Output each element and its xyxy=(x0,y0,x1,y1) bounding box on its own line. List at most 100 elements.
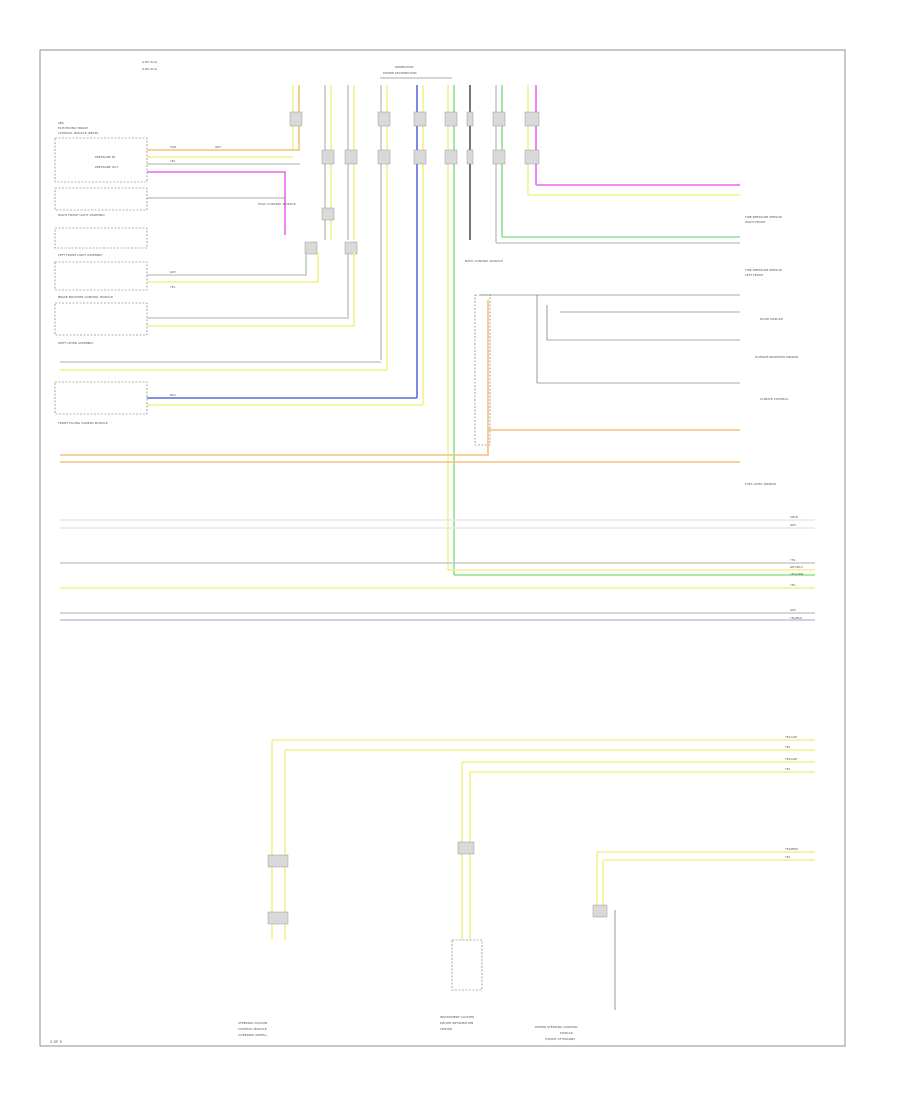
low-lbl-1: YEL xyxy=(785,745,791,749)
top-center-label-2: POWER DISTRIBUTION xyxy=(383,71,417,75)
brake-label: BRAKE BOOSTER CONTROL MODULE xyxy=(58,295,113,299)
module-left-front-light: LEFT FRONT LIGHT ASSEMBLY GRY YEL xyxy=(54,227,319,291)
hvac-label: HVAC CONTROL MODULE xyxy=(258,202,296,206)
lower-conn-3 xyxy=(457,841,475,855)
lbl-gry-1: GRY xyxy=(215,145,221,149)
connector-c5 xyxy=(377,149,391,165)
ebcm-pin-2: PRESSURE OUT xyxy=(95,165,118,169)
connector-c8 xyxy=(444,111,458,127)
top-connectors xyxy=(289,111,540,255)
ebcm-pin-1: PRESSURE IN xyxy=(95,155,115,159)
lbl-yel-1: YEL xyxy=(170,159,176,163)
bottom-3-label-1: POWER STEERING CONTROL xyxy=(535,1025,578,1029)
right-mod-4-label: OUTSIDE REARVIEW MIRROR xyxy=(755,355,798,359)
cluster-box xyxy=(451,939,483,991)
wire-h-org-3 xyxy=(60,300,489,456)
bus-lbl-6: GRY xyxy=(790,608,796,612)
bottom-1-label-3: (STEERING WHEEL) xyxy=(238,1033,267,1037)
module-steering-column: STEERING COLUMN CONTROL MODULE (STEERING… xyxy=(238,1021,267,1037)
right-mod-2-label-2: LEFT FRONT xyxy=(745,273,763,277)
ebcm-box xyxy=(54,137,148,183)
low2-lbl-0: YEL/BRN xyxy=(785,847,798,851)
module-ebcm: ABS ELECTRONIC BRAKE CONTROL MODULE (EBC… xyxy=(54,121,300,235)
legend-line-1: (LHD 2L4) xyxy=(142,60,157,64)
lower-bus-labels: YEL/GRY YEL YEL/GRY YEL YEL/BRN YEL xyxy=(785,735,798,859)
wire-h-yel-3 xyxy=(147,252,355,327)
connector-c7 xyxy=(413,149,427,165)
connector-c16 xyxy=(321,207,335,221)
right-mod-5-label: CLIMATE CONTROL xyxy=(760,397,789,401)
bus-lbl-5: YEL xyxy=(790,583,796,587)
lbl-tan-1: TAN xyxy=(169,145,176,149)
brake-box xyxy=(54,302,148,336)
connector-c1 xyxy=(289,111,303,127)
bottom-2-label-2: DRIVER INFORMATION xyxy=(440,1021,473,1025)
bus-lbl-2: YEL xyxy=(790,558,796,562)
rf-light-box xyxy=(54,187,148,211)
connector-c6 xyxy=(413,111,427,127)
ebcm-label-2: ELECTRONIC BRAKE xyxy=(58,126,88,130)
lower-conn-2 xyxy=(267,911,289,925)
bcm-wire-2 xyxy=(536,295,740,384)
low-lbl-2: YEL/GRY xyxy=(785,757,798,761)
lower-conn-4 xyxy=(592,904,608,918)
connector-c12 xyxy=(492,111,506,127)
right-mod-3-label: DOOR MODULE xyxy=(760,317,783,321)
wire-l-5 xyxy=(596,851,815,910)
connector-c11 xyxy=(466,149,474,165)
ebcm-label-1: ABS xyxy=(58,121,64,125)
shift-label: SHIFT LEVER ASSEMBLY xyxy=(58,341,94,345)
ebcm-label-3: CONTROL MODULE (EBCM) xyxy=(58,131,99,135)
lf-light-label: LEFT FRONT LIGHT ASSEMBLY xyxy=(58,253,103,257)
connector-c13 xyxy=(492,149,506,165)
connector-c9 xyxy=(444,149,458,165)
low2-lbl-1: YEL xyxy=(785,855,791,859)
lower-section-wires xyxy=(271,739,815,940)
right-mod-2-label-1: TIRE PRESSURE SENSOR xyxy=(744,268,782,272)
module-instrument-cluster: INSTRUMENT CLUSTER DRIVER INFORMATION CE… xyxy=(440,939,483,1031)
bcm-label: BODY CONTROL MODULE xyxy=(465,259,503,263)
lbl-blu-1: BLU xyxy=(170,393,176,397)
page-id: 2 OF 3 xyxy=(50,1040,62,1044)
right-bus-labels: SHLD GRY YEL GRY/BLU YEL/GRN YEL GRY YEL… xyxy=(790,515,803,620)
connector-c17 xyxy=(304,241,318,255)
module-right-front-light: RIGHT FRONT LIGHT ASSEMBLY HVAC CONTROL … xyxy=(54,187,296,217)
lbl-yel-2: YEL xyxy=(170,285,176,289)
top-center-label-1: GENERATOR xyxy=(395,65,413,69)
module-bcm: BODY CONTROL MODULE xyxy=(465,259,740,446)
connector-c15 xyxy=(524,149,540,165)
bus-lbl-4: YEL/GRN xyxy=(790,572,803,576)
low-lbl-0: YEL/GRY xyxy=(785,735,798,739)
wire-h-gry-2 xyxy=(147,252,307,276)
bcm-wire-3 xyxy=(546,305,740,341)
wire-l-6 xyxy=(602,859,815,910)
bottom-2-label-3: CENTER xyxy=(440,1027,452,1031)
lbl-gry-2: GRY xyxy=(170,270,176,274)
connector-c18 xyxy=(344,241,358,255)
right-mod-1-label-1: TIRE PRESSURE SENSOR xyxy=(744,215,782,219)
bus-lbl-3: GRY/BLU xyxy=(790,565,803,569)
low-lbl-3: YEL xyxy=(785,767,791,771)
legend-line-2: (LHD 2L4) xyxy=(142,67,157,71)
diagram-frame xyxy=(39,49,846,1047)
rf-light-label: RIGHT FRONT LIGHT ASSEMBLY xyxy=(58,213,105,217)
camera-label: FRONT FACING CAMERA MODULE xyxy=(58,421,108,425)
right-mod-1-label-2: RIGHT FRONT xyxy=(745,220,766,224)
connector-c2 xyxy=(321,149,335,165)
module-brake-booster: BRAKE BOOSTER CONTROL MODULE SHIFT LEVER… xyxy=(54,252,355,345)
bottom-1-label-2: CONTROL MODULE xyxy=(238,1027,267,1031)
module-front-camera: BLU FRONT FACING CAMERA MODULE xyxy=(54,381,423,425)
bottom-2-label-1: INSTRUMENT CLUSTER xyxy=(440,1015,474,1019)
connector-c10 xyxy=(466,111,474,127)
bus-lbl-0: SHLD xyxy=(790,515,799,519)
bottom-1-label-1: STEERING COLUMN xyxy=(238,1021,267,1025)
wire-h-gry-3 xyxy=(147,252,349,319)
right-mod-6-label: FUEL LEVEL SENSOR xyxy=(745,482,776,486)
connector-c14 xyxy=(524,111,540,127)
right-modules: TIRE PRESSURE SENSOR RIGHT FRONT TIRE PR… xyxy=(488,184,798,486)
long-horizontal-wires xyxy=(60,300,815,621)
lf-light-box-2 xyxy=(54,261,148,291)
wire-h-pnk-1 xyxy=(147,171,286,235)
bottom-3-label-2: MODULE xyxy=(560,1031,573,1035)
